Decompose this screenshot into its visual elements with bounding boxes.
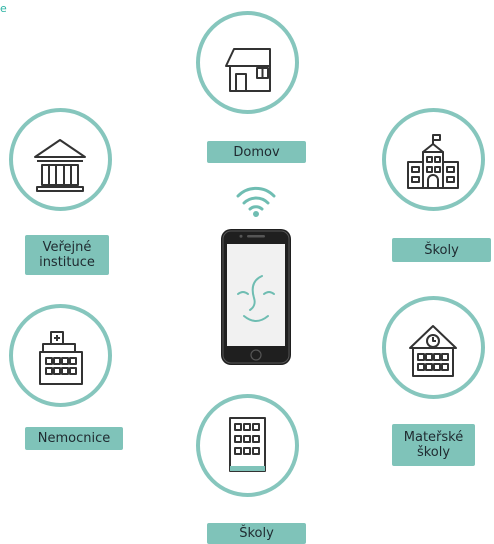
- node-school-bottom-label: Školy: [207, 523, 306, 544]
- node-public-circle: [9, 108, 112, 211]
- public-building-icon: [34, 139, 86, 192]
- node-public-label: Veřejné instituce: [25, 235, 109, 275]
- node-home-circle: [196, 11, 299, 114]
- house-icon: [225, 48, 271, 92]
- smartphone-icon: [221, 229, 291, 365]
- node-school-right-circle: [382, 108, 485, 211]
- hospital-icon: [39, 331, 83, 385]
- node-hospital-circle: [9, 304, 112, 407]
- node-school-bottom-circle: [196, 394, 299, 497]
- node-kindergarten-circle: [382, 296, 485, 399]
- node-hospital-label: Nemocnice: [25, 427, 123, 450]
- kindergarten-icon: [409, 325, 457, 377]
- school-icon: [407, 134, 459, 189]
- node-school-right-label: Školy: [392, 238, 491, 262]
- wifi-icon: [236, 186, 276, 217]
- office-building-icon: [229, 417, 266, 472]
- corner-text: e: [0, 2, 7, 15]
- node-kindergarten-label: Mateřské školy: [392, 424, 475, 466]
- smile-face-icon: [237, 275, 275, 322]
- node-home-label: Domov: [207, 141, 306, 163]
